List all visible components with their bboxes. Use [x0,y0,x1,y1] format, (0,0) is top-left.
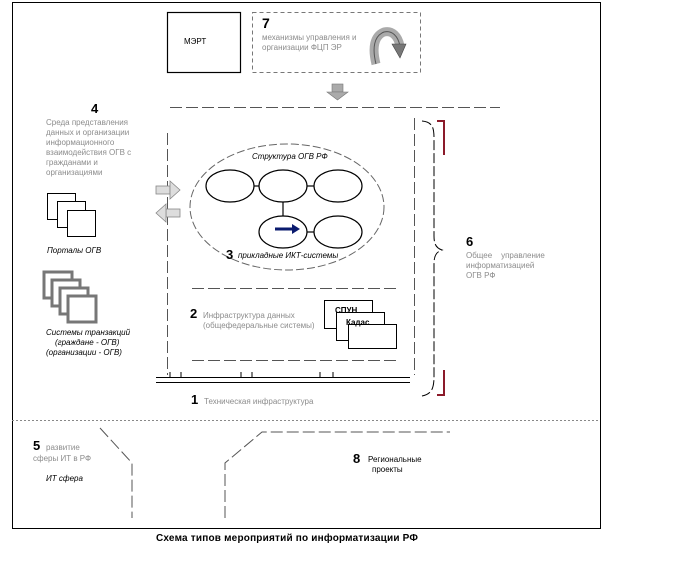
block-4-line: Среда представления [46,118,128,127]
block-2-line1: Инфраструктура данных [203,311,295,320]
block-4-line: гражданами и [46,158,98,167]
spun-label: СПУН [335,306,358,315]
kadas-label: Кадас [346,318,370,327]
mechanisms-box [252,12,421,73]
block-8-line2: проекты [372,465,403,474]
block-5-line1: развитие [46,443,80,452]
mert-box [166,11,242,74]
transactions-line: (граждане - ОГВ) [55,338,120,347]
diagram-caption: Схема типов мероприятий по информатизаци… [156,533,419,544]
exchange-arrows-icon [155,180,181,223]
it-sphere-boundary [99,427,133,518]
org-node [258,215,308,249]
ogv-structure-label: Структура ОГВ РФ [252,152,328,161]
accent-marks [437,120,445,396]
block-5-line2: сферы ИТ в РФ [33,454,92,463]
technical-infrastructure-bus [156,372,410,383]
cycle-arrow-icon [369,27,407,66]
block-2-number: 2 [190,306,198,321]
regional-boundary [224,431,450,518]
block-8-number: 8 [353,451,361,466]
org-node [258,169,308,203]
transactions-line: (организации - ОГВ) [46,348,122,357]
block-4-line: взаимодействия ОГВ с [46,148,132,157]
blue-arrow-icon [275,224,300,234]
portals-stack-icon [47,193,96,237]
block-4-number: 4 [91,101,99,116]
outer-frame [12,2,601,529]
block-6-line: Общее управление [466,251,545,260]
block-1-number: 1 [191,392,199,407]
block-7-number: 7 [262,15,270,31]
block-5-number: 5 [33,438,41,453]
block-6-line: ОГВ РФ [466,271,496,280]
registry-documents-stack [324,300,397,349]
it-sphere-label: ИТ сфера [46,474,83,483]
transactions-stack-icon [42,270,98,324]
down-arrow-icon [326,83,349,101]
block-3-label: прикладные ИКТ-системы [238,251,339,260]
management-brace [421,120,444,397]
block-2-line2: (общефедеральные системы) [203,321,315,330]
org-node [313,169,363,203]
block-6-number: 6 [466,234,474,249]
block-3-number: 3 [226,247,234,262]
ogv-structure-ellipse [189,143,385,271]
org-node [205,169,255,203]
portals-label: Порталы ОГВ [47,246,102,255]
block-7-line1: механизмы управления и [262,33,357,42]
block-1-label: Техническая инфраструктура [204,397,314,406]
block-4-line: организациями [46,168,103,177]
block-7-line2: организации ФЦП ЭР [262,43,342,52]
block-8-line1: Региональные [368,455,422,464]
org-structure-graph [205,169,363,249]
block-4-line: данных и организации [46,128,130,137]
mert-label: МЭРТ [184,37,207,46]
org-node [313,215,363,249]
transactions-line: Системы транзакций [46,328,131,337]
block-6-line: информатизацией [466,261,535,270]
block-4-line: информационного [46,138,115,147]
